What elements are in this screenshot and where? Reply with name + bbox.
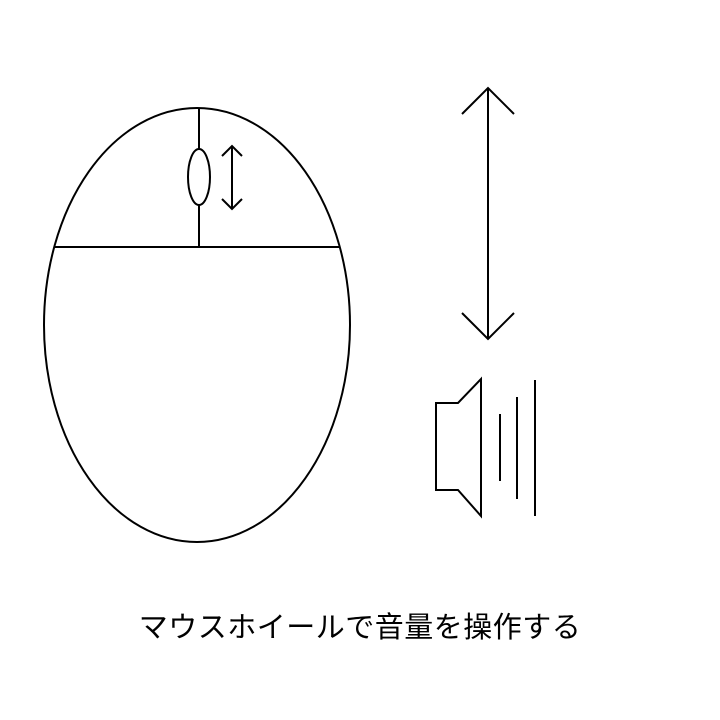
caption-text: マウスホイールで音量を操作する	[138, 610, 582, 644]
mouse-body	[43, 107, 351, 543]
scroll-wheel-icon	[187, 148, 211, 206]
speaker-icon	[435, 376, 536, 519]
mouse-icon	[43, 107, 351, 543]
vertical-double-arrow-icon	[461, 86, 515, 341]
scroll-arrow-icon	[221, 144, 243, 211]
speaker-cone	[435, 376, 482, 519]
